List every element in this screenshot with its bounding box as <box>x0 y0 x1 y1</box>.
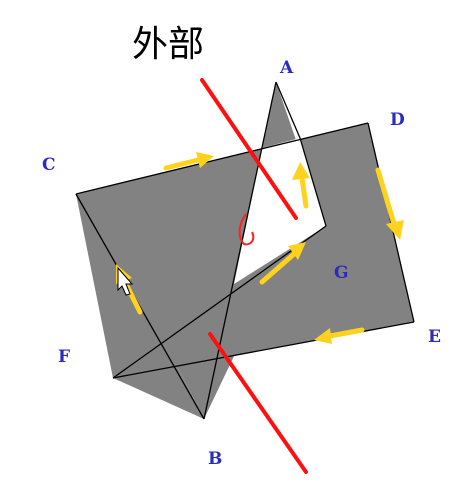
label-a: A <box>279 58 294 78</box>
arrow-inner-up <box>259 242 306 285</box>
arrow-inner-right <box>292 162 310 209</box>
diagram-title: 外部 <box>132 24 204 65</box>
label-e: E <box>428 327 441 347</box>
label-b: B <box>208 449 222 469</box>
cut-line-lower <box>208 332 308 474</box>
edge-a-hole <box>275 81 301 139</box>
cursor-icon <box>117 266 134 296</box>
edge-hole-right <box>299 137 327 227</box>
red-mark <box>238 213 255 246</box>
label-d: D <box>390 110 405 130</box>
edge-a-b <box>203 81 277 420</box>
edge-c-d <box>75 122 369 195</box>
arrow-d-e <box>375 167 404 240</box>
polygon-edges <box>75 81 415 420</box>
spike-b-region <box>176 352 236 419</box>
label-f: F <box>58 347 70 367</box>
arrow-c-d <box>163 152 214 171</box>
spike-a-region <box>262 82 296 148</box>
edge-hole-f <box>112 225 327 379</box>
arrow-e-f <box>314 327 365 344</box>
cut-lines <box>200 78 308 474</box>
cut-line-upper <box>200 78 298 220</box>
label-c: C <box>42 155 56 175</box>
label-g: G <box>334 263 349 283</box>
